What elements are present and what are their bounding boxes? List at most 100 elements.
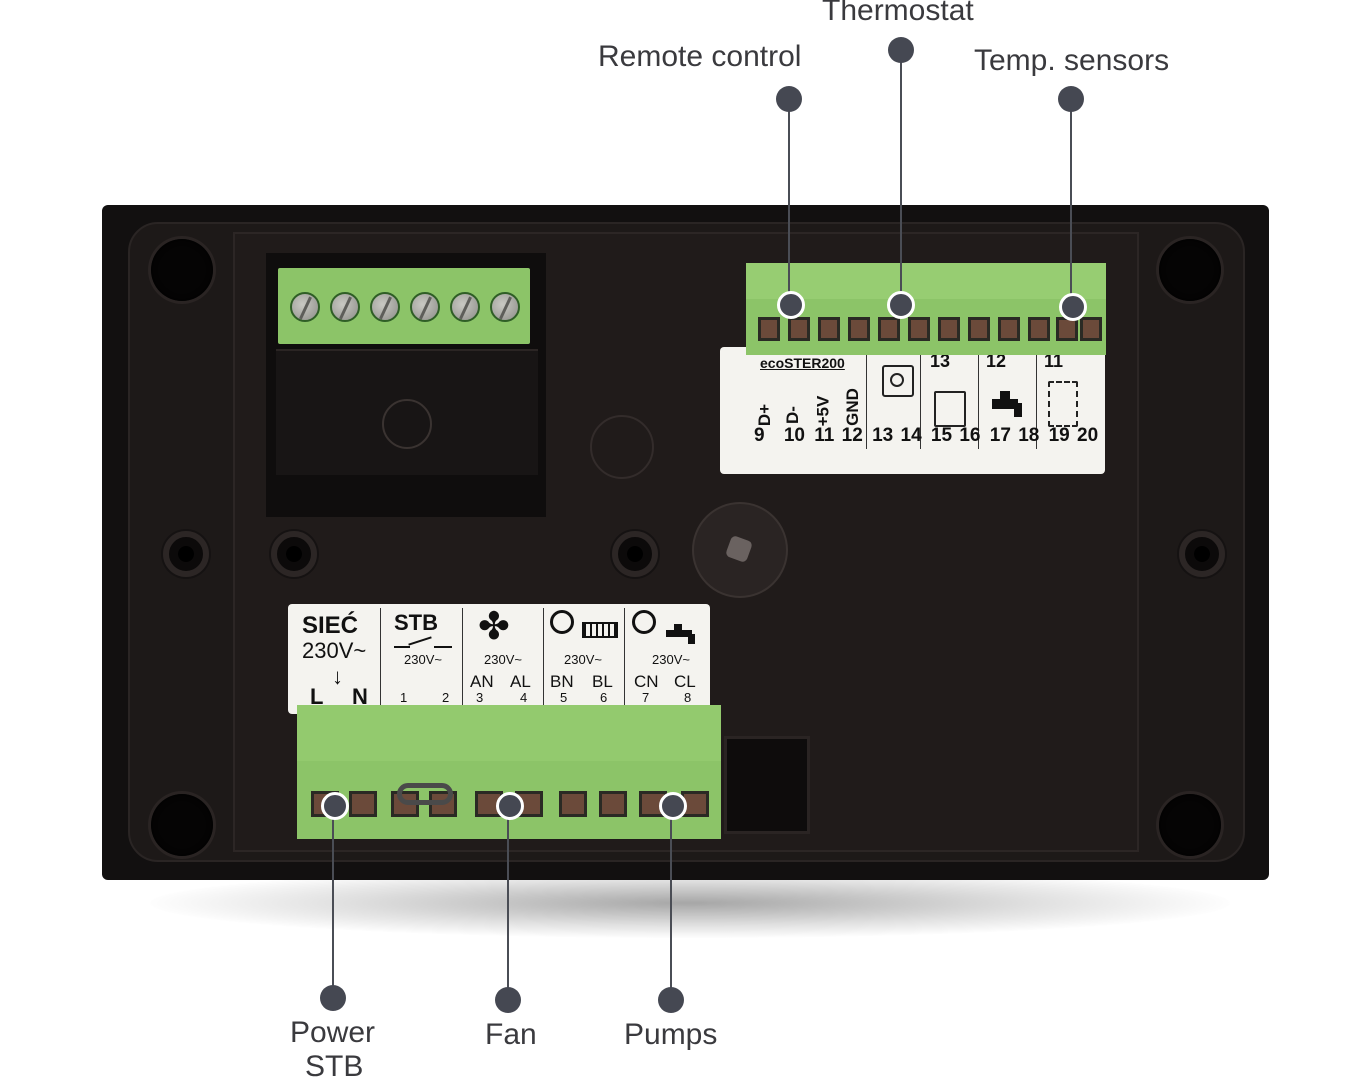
terminal-18[interactable] xyxy=(1028,317,1050,341)
pin-3: 3 xyxy=(476,690,484,705)
pin-6: 6 xyxy=(600,690,608,705)
fan-icon: ✤ xyxy=(478,606,510,648)
terminal-20[interactable] xyxy=(1080,317,1102,341)
fan-code-an: AN xyxy=(470,672,494,691)
screw-hole-center xyxy=(612,531,658,577)
ground-screw-4[interactable] xyxy=(410,292,440,322)
power-marker xyxy=(320,985,346,1011)
pump1-code-bl: BL xyxy=(592,672,613,691)
temp-sensors-terminal-marker xyxy=(1059,293,1087,321)
terminal-16[interactable] xyxy=(968,317,990,341)
pin-2: 2 xyxy=(442,690,450,705)
temp-sensors-leader-line xyxy=(1070,99,1072,305)
screw-hole-inner-left xyxy=(271,531,317,577)
temp-sensors-callout-label: Temp. sensors xyxy=(974,44,1170,77)
pumps-callout-label: Pumps xyxy=(624,1018,718,1051)
signal-d-minus: D- xyxy=(782,406,802,424)
stb-callout-label: STB xyxy=(305,1050,364,1083)
ground-screw-2[interactable] xyxy=(330,292,360,322)
terminal-numbers-top: 9 10 11 12 13 14 15 16 17 18 19 20 xyxy=(754,425,1098,447)
fan-callout-label: Fan xyxy=(485,1018,537,1051)
low-voltage-terminal-block xyxy=(746,263,1106,355)
terminal-6[interactable] xyxy=(599,791,627,817)
signal-gnd: GND xyxy=(842,388,862,426)
power-n-label: N xyxy=(352,684,368,709)
radiator-icon xyxy=(582,622,618,638)
terminal-5[interactable] xyxy=(559,791,587,817)
cable-knockout xyxy=(692,502,788,598)
terminal-15[interactable] xyxy=(938,317,960,341)
remote-control-callout-label: Remote control xyxy=(598,40,802,73)
fan-code-al: AL xyxy=(510,672,531,691)
ground-symbol-icon xyxy=(382,399,432,449)
terminal-N[interactable] xyxy=(349,791,377,817)
ground-screw-3[interactable] xyxy=(370,292,400,322)
terminal-13[interactable] xyxy=(878,317,900,341)
ground-screw-5[interactable] xyxy=(450,292,480,322)
fan-leader-line xyxy=(507,806,509,1000)
mounting-hole-top-left xyxy=(151,239,213,301)
mounting-hole-bottom-left xyxy=(151,794,213,856)
term-num-10: 10 xyxy=(783,425,805,446)
terminal-12[interactable] xyxy=(848,317,870,341)
stb-switch-icon xyxy=(394,636,452,648)
mains-terminal-block xyxy=(297,705,721,839)
power-title: SIEĆ xyxy=(302,612,359,639)
remote-control-leader-line xyxy=(788,99,790,303)
boiler-fire-icon xyxy=(934,391,966,427)
pump1-voltage: 230V~ xyxy=(564,652,602,667)
pin-5: 5 xyxy=(560,690,568,705)
power-callout-label: Power xyxy=(290,1016,376,1049)
thermostat-terminal-marker xyxy=(887,291,915,319)
pin-4: 4 xyxy=(520,690,528,705)
term-num-18: 18 xyxy=(1018,425,1040,446)
pin-7: 7 xyxy=(642,690,650,705)
term-num-19: 19 xyxy=(1048,425,1070,446)
stb-voltage: 230V~ xyxy=(404,652,442,667)
pump-hot-water-icon xyxy=(632,610,656,634)
power-leader-line xyxy=(332,806,334,998)
term-num-12: 12 xyxy=(841,425,863,446)
stb-title: STB xyxy=(394,610,438,635)
pump1-code-bn: BN xyxy=(550,672,574,691)
pin-1: 1 xyxy=(400,690,408,705)
term-num-9: 9 xyxy=(754,425,765,446)
stb-jumper-wire xyxy=(397,783,453,805)
terminal-10[interactable] xyxy=(788,317,810,341)
power-arrow-icon: ↓ xyxy=(332,664,343,689)
term-num-15: 15 xyxy=(930,425,953,446)
thermostat-icon xyxy=(882,365,914,397)
aux-connector-recess xyxy=(724,736,810,834)
ground-screw-1[interactable] xyxy=(290,292,320,322)
screw-hole-right xyxy=(1179,531,1225,577)
mounting-hole-bottom-right xyxy=(1159,794,1221,856)
power-terminal-marker xyxy=(321,792,349,820)
mains-voltage-label: SIEĆ 230V~ ↓ L N STB 230V~ 1 2 ✤ 230V~ A… xyxy=(288,604,710,714)
model-label: ecoSTER200 xyxy=(760,355,845,371)
buffer-tank-icon xyxy=(1048,381,1078,427)
ground-screw-6[interactable] xyxy=(490,292,520,322)
term-num-16: 16 xyxy=(959,425,981,446)
terminal-14[interactable] xyxy=(908,317,930,341)
terminal-17[interactable] xyxy=(998,317,1020,341)
fan-voltage: 230V~ xyxy=(484,652,522,667)
pin-8: 8 xyxy=(684,690,692,705)
term-num-11: 11 xyxy=(814,425,835,446)
pumps-marker xyxy=(658,987,684,1013)
fan-marker xyxy=(495,987,521,1013)
sensor-id-11: 11 xyxy=(1044,351,1064,371)
terminal-9[interactable] xyxy=(758,317,780,341)
thermostat-callout-label: Thermostat xyxy=(822,0,974,27)
signal-5v: +5V xyxy=(813,395,833,427)
fan-terminal-marker xyxy=(496,792,524,820)
sensor-id-12: 12 xyxy=(986,351,1007,371)
term-num-14: 14 xyxy=(900,425,922,446)
remote-control-marker xyxy=(776,86,802,112)
term-num-20: 20 xyxy=(1077,425,1099,446)
sensor-id-13: 13 xyxy=(930,351,951,371)
pump2-code-cn: CN xyxy=(634,672,659,691)
thermostat-marker xyxy=(888,37,914,63)
terminal-11[interactable] xyxy=(818,317,840,341)
tap-icon xyxy=(992,391,1026,417)
power-voltage: 230V~ xyxy=(302,638,367,663)
